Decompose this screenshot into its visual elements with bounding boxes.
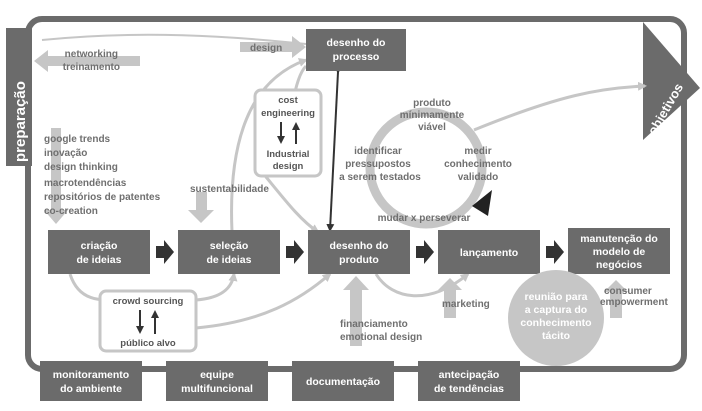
- bottom-box-monitoring: [40, 361, 142, 401]
- product-box: [308, 230, 410, 274]
- pivot-label: mudar x perseverar: [378, 213, 471, 224]
- identify-line2: pressupostos: [345, 159, 411, 170]
- maintenance-box: [568, 228, 670, 274]
- selection-line2: de ideias: [207, 254, 252, 266]
- meeting-line2: a captura do: [525, 304, 587, 316]
- mvp-line1: produto: [413, 98, 451, 109]
- engineering-top-line2: engineering: [261, 108, 315, 119]
- monitoring-line2: do ambiente: [60, 383, 122, 395]
- training-label: treinamento: [63, 62, 120, 73]
- process-product-link: [326, 65, 343, 232]
- measure-line2: conhecimento: [444, 159, 512, 170]
- consumer-line1: consumer: [604, 286, 652, 297]
- launch-box: [438, 230, 540, 274]
- process-box-line1: desenho do: [327, 37, 386, 49]
- monitoring-line1: monitoramento: [53, 369, 129, 381]
- engineering-bottom-line1: Industrial: [267, 149, 310, 160]
- meeting-line1: reunião para: [524, 291, 587, 303]
- bottom-box-documentation: [292, 361, 394, 401]
- maintenance-line1: manutenção do: [580, 233, 658, 245]
- launch-label: lançamento: [460, 247, 518, 259]
- curve-to-objectives: [473, 81, 647, 132]
- process-box: [306, 29, 406, 71]
- ideas-box: [48, 230, 150, 274]
- side-tab: [6, 28, 32, 166]
- identify-line3: a serem testados: [339, 172, 421, 183]
- mvp-line2: mínimamente: [400, 110, 465, 121]
- measure-line3: validado: [458, 172, 499, 183]
- ideas-line2: de ideias: [77, 254, 122, 266]
- trends-arrow: [44, 128, 68, 224]
- objectives-arrow: [643, 22, 700, 140]
- curve-crowd-to-product: [195, 272, 332, 330]
- svg-text:inovação: inovação: [44, 148, 87, 159]
- sustainability-label: sustentabilidade: [190, 184, 269, 195]
- maintenance-line2: modelo de: [593, 246, 646, 258]
- anticipation-line2: de tendências: [434, 383, 504, 395]
- crowd-top-label: crowd sourcing: [113, 296, 184, 307]
- engineering-bottom-line2: design: [273, 161, 304, 172]
- trends-list: google trends inovação design thinking m…: [44, 134, 161, 217]
- meeting-line3: conhecimento: [520, 317, 591, 329]
- engineering-top-line1: cost: [278, 95, 298, 106]
- networking-label: networking: [65, 49, 118, 60]
- engineering-box: [253, 88, 323, 178]
- crowd-box: [98, 289, 198, 353]
- mvp-line3: viável: [418, 122, 446, 133]
- bottom-box-team: [166, 361, 268, 401]
- product-line2: produto: [339, 254, 379, 266]
- selection-box: [178, 230, 280, 274]
- lean-cycle-ring: [365, 107, 487, 229]
- flow-arrow-4: [546, 240, 564, 264]
- svg-text:design thinking: design thinking: [44, 162, 118, 173]
- team-line2: multifuncional: [181, 383, 253, 395]
- measure-line1: medir: [464, 146, 491, 157]
- finance-line2: emotional design: [340, 332, 422, 343]
- meeting-line4: tácito: [542, 330, 570, 342]
- curve-design-to-process: [41, 33, 307, 45]
- curve-sustainability: [230, 58, 308, 233]
- maintenance-line3: negócios: [596, 259, 642, 271]
- curve-crowd-to-selection: [195, 272, 238, 302]
- networking-arrow: [34, 50, 140, 72]
- consumer-line2: empowerment: [600, 297, 668, 308]
- side-label: preparação: [12, 81, 29, 162]
- curve-engineering-to-product: [260, 171, 320, 234]
- consumer-arrow: [604, 280, 628, 318]
- crowd-bottom-label: público alvo: [120, 338, 176, 349]
- design-label: design: [250, 43, 282, 54]
- finance-line1: financiamento: [340, 319, 408, 330]
- bottom-box-anticipation: [418, 361, 520, 401]
- flow-arrow-1: [156, 240, 174, 264]
- sustainability-arrow: [188, 192, 214, 223]
- meeting-circle: [508, 270, 604, 366]
- design-arrow: [240, 36, 306, 58]
- svg-text:macrotendências: macrotendências: [44, 178, 127, 189]
- team-line1: equipe: [200, 369, 234, 381]
- marketing-label: marketing: [442, 299, 490, 310]
- svg-text:repositórios de patentes: repositórios de patentes: [44, 192, 161, 203]
- lean-cycle-arrowhead: [472, 190, 492, 216]
- anticipation-line1: antecipação: [439, 369, 500, 381]
- svg-text:co-creation: co-creation: [44, 206, 98, 217]
- documentation-label: documentação: [306, 376, 380, 388]
- product-line1: desenho do: [330, 240, 389, 252]
- curve-product-to-launch: [374, 272, 470, 298]
- finance-arrow: [343, 276, 369, 346]
- ideas-line1: criação: [81, 240, 118, 252]
- identify-line1: identificar: [354, 146, 402, 157]
- svg-text:google trends: google trends: [44, 134, 111, 145]
- flow-arrow-2: [286, 240, 304, 264]
- marketing-arrow: [438, 278, 462, 318]
- selection-line1: seleção: [210, 240, 249, 252]
- flow-arrow-3: [416, 240, 434, 264]
- process-box-line2: processo: [333, 51, 380, 63]
